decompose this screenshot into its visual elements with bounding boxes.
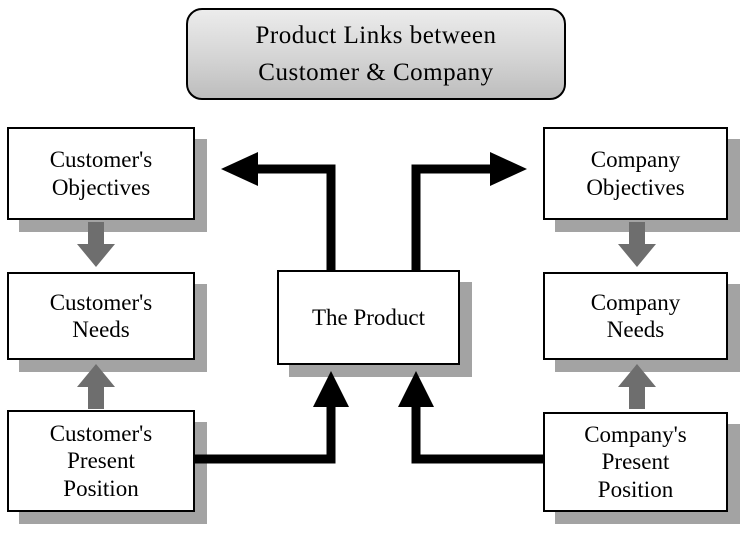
box-label-line: Present xyxy=(67,448,135,474)
box-label-line: Objectives xyxy=(586,174,685,200)
arrowhead-up-icon xyxy=(398,371,434,407)
box-label-line: The Product xyxy=(311,304,426,330)
company-objectives-box: Company Objectives xyxy=(543,127,728,220)
connector-company-position-to-product xyxy=(411,405,545,464)
the-product-box: The Product xyxy=(277,270,460,365)
block-arrow-up-icon xyxy=(77,364,115,409)
block-arrow-down-icon xyxy=(618,222,656,267)
arrowhead-up-icon xyxy=(313,371,349,407)
box-label-line: Company xyxy=(590,289,681,315)
customer-objectives-box: Customer's Objectives xyxy=(7,127,195,220)
box-label-line: Company's xyxy=(584,422,687,448)
arrowhead-left-icon xyxy=(221,152,258,186)
box-label-line: Company xyxy=(590,147,681,173)
company-present-position-box: Company's Present Position xyxy=(543,412,728,512)
box-label-line: Objectives xyxy=(51,174,151,200)
connector-product-to-customer-objectives xyxy=(257,164,336,272)
arrowhead-right-icon xyxy=(490,152,527,186)
box-label-line: Customer's xyxy=(49,289,153,315)
box-label-line: Position xyxy=(597,476,674,502)
customer-needs-box: Customer's Needs xyxy=(7,272,195,360)
diagram-title-line2: Customer & Company xyxy=(258,59,494,86)
block-arrow-down-icon xyxy=(77,222,115,267)
diagram-title: Product Links between Customer & Company xyxy=(186,8,566,100)
company-needs-box: Company Needs xyxy=(543,272,728,360)
block-arrow-up-icon xyxy=(618,364,656,409)
box-label-line: Present xyxy=(601,449,670,475)
box-label-line: Customer's xyxy=(49,147,153,173)
box-label-line: Customer's xyxy=(49,421,153,447)
box-label-line: Needs xyxy=(72,317,130,342)
box-label-line: Position xyxy=(63,475,139,501)
box-label-line: Needs xyxy=(606,317,665,342)
diagram-title-line1: Product Links between xyxy=(255,21,497,49)
customer-present-position-box: Customer's Present Position xyxy=(7,410,195,512)
connector-product-to-company-objectives xyxy=(411,164,491,272)
connector-customer-position-to-product xyxy=(193,405,336,464)
